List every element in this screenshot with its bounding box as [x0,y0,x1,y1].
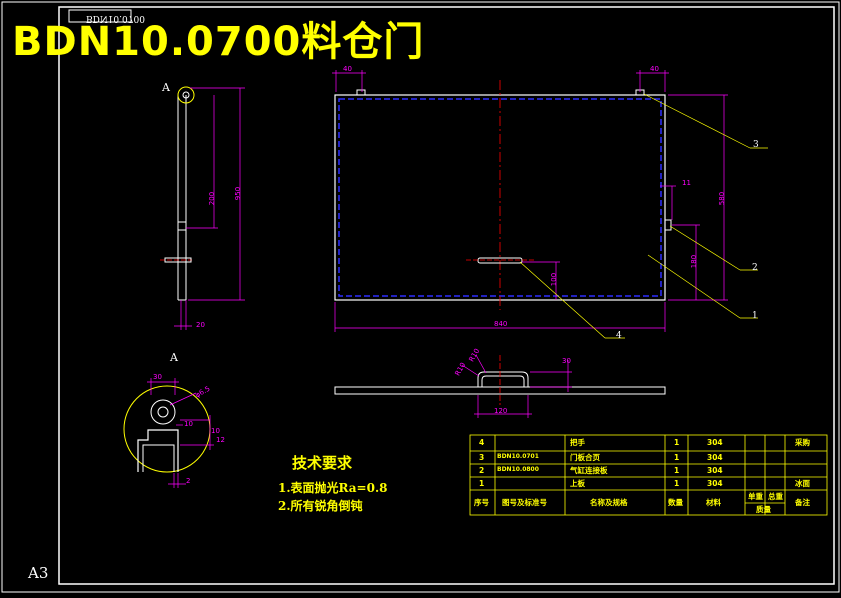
dim-handle-height-small: 30 [562,357,571,365]
dim-detail-width: 30 [153,373,162,381]
dim-front-width: 840 [494,320,508,328]
dim-handle-width: 120 [494,407,508,415]
bom-cell-no: 2 [479,466,485,475]
bom-cell-material: 304 [707,438,723,447]
dim-detail-d: 10 [184,420,193,428]
tech-requirement-2: 2.所有锐角倒钝 [278,499,363,513]
detail-view-label: A [170,351,178,364]
bom-cell-no: 3 [479,453,485,462]
bom-header-remark: 备注 [795,498,810,507]
side-view [160,86,245,330]
dim-front-top-right: 40 [650,65,659,73]
tech-requirements-heading: 技术要求 [292,454,353,472]
bom-cell-material: 304 [707,453,723,462]
bom-cell-qty: 1 [674,466,680,475]
drawing-number-stamp: BDN10.0700 [86,13,145,23]
bom-cell-remark: 冰面 [795,479,810,488]
bom-cell-qty: 1 [674,453,680,462]
bom-header-mass-group: 质量 [756,505,771,514]
dim-side-height-outer: 950 [234,186,243,201]
bom-cell-material: 304 [707,466,723,475]
bom-header-code: 图号及标准号 [502,498,547,507]
detail-a [123,378,214,488]
drawing-title: BDN10.0700料仓门 [12,19,425,65]
bom-cell-code: BDN10.0800 [497,466,539,473]
dim-side-width: 20 [196,321,205,329]
bom-cell-qty: 1 [674,479,680,488]
bom-cell-name: 气缸连接板 [570,466,608,475]
callout-1: 1 [752,311,758,321]
bom-cell-material: 304 [707,479,723,488]
sheet-size: A3 [28,564,49,582]
dim-front-top-left: 40 [343,65,352,73]
bom-header-mass-total: 总重 [768,492,783,501]
callout-2: 2 [752,263,758,273]
bom-header-material: 材料 [706,498,721,507]
dim-handle-height: 100 [550,272,559,287]
bom-cell-no: 4 [479,438,485,447]
bom-cell-name: 上板 [570,479,585,488]
bom-cell-qty: 1 [674,438,680,447]
inner-frame [58,6,835,585]
bom-header-no: 序号 [474,498,489,507]
dim-hinge-gap: 11 [682,179,691,187]
bom-cell-remark: 采购 [795,438,810,447]
callout-3: 3 [753,140,759,150]
bom-cell-name: 把手 [570,438,585,447]
front-view [332,70,768,339]
bom-cell-name: 门板合页 [570,453,600,462]
handle-view [334,354,666,418]
dim-side-height-inner: 200 [208,191,217,206]
bom-cell-no: 1 [479,479,485,488]
bom-cell-code: BDN10.0701 [497,453,539,460]
bom-table-grid [469,434,828,516]
dim-detail-b: 12 [216,436,225,444]
side-view-label: A [162,81,170,94]
callout-4: 4 [616,331,622,341]
bom-header-qty: 数量 [668,498,683,507]
dim-front-height: 580 [718,191,727,206]
tech-requirement-1: 1.表面抛光Ra=0.8 [278,481,388,495]
bom-header-name: 名称及规格 [590,498,628,507]
dim-hinge-height: 180 [690,254,699,269]
stamp-box [68,9,132,23]
dim-detail-a: 10 [211,427,220,435]
dim-detail-c: 2 [186,477,191,485]
bom-header-mass-unit: 单重 [748,492,763,501]
